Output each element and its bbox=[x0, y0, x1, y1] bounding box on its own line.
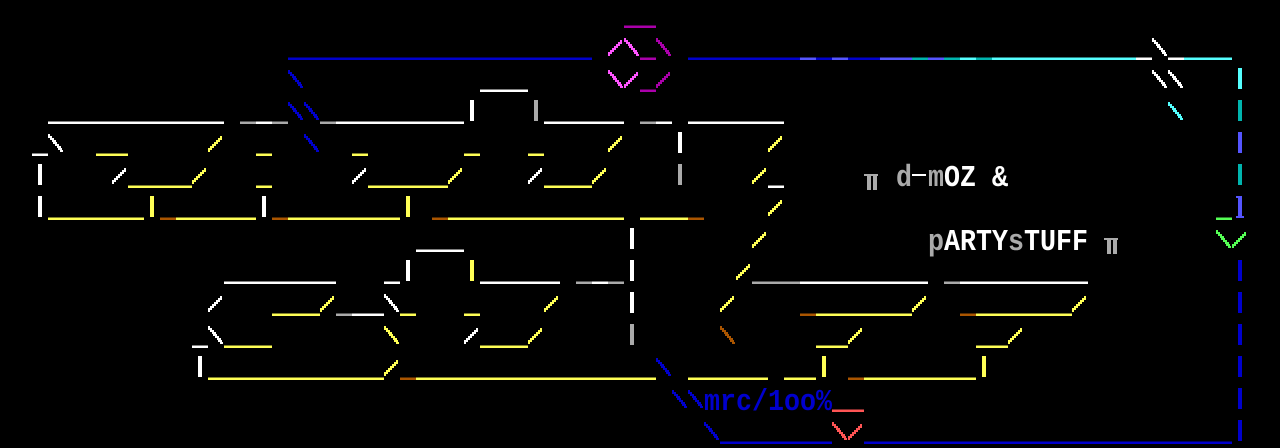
svg-text:s: s bbox=[1008, 224, 1024, 259]
svg-text:ARTY: ARTY bbox=[944, 224, 1009, 259]
svg-text:p: p bbox=[928, 224, 944, 259]
svg-text:OZ: OZ bbox=[944, 160, 976, 195]
svg-text:&: & bbox=[992, 160, 1009, 195]
svg-text:mrc/1oo%: mrc/1oo% bbox=[704, 384, 833, 419]
svg-text:m: m bbox=[928, 160, 944, 195]
svg-text:d: d bbox=[896, 160, 912, 195]
svg-text:TUFF: TUFF bbox=[1024, 224, 1088, 259]
